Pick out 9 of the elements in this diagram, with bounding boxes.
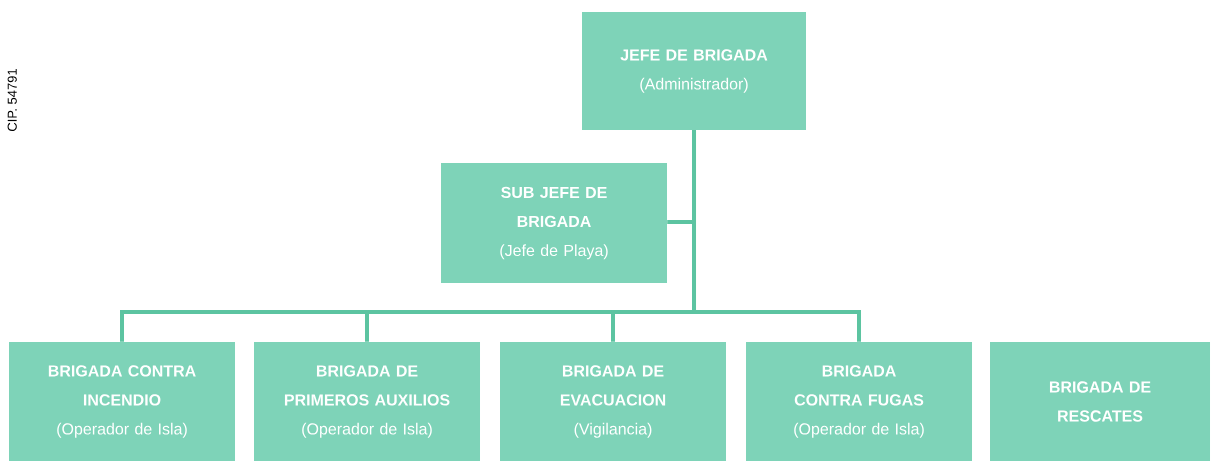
- org-box: BRIGADA CONTRA INCENDIO (Operador de Isla): [9, 342, 235, 461]
- connector-line: [692, 130, 861, 342]
- org-box: BRIGADA DE PRIMEROS AUXILIOS (Operador de Isla): [254, 342, 480, 461]
- org-box: JEFE DE BRIGADA (Administrador): [582, 12, 806, 130]
- rotated-note: CIP. 54791: [7, 68, 17, 131]
- org-box: BRIGADA DE EVACUACION (Vigilancia): [500, 342, 726, 461]
- org-box: SUB JEFE DE BRIGADA (Jefe de Playa): [441, 163, 667, 283]
- org-box: BRIGADA CONTRA FUGAS (Operador de Isla): [746, 342, 972, 461]
- org-box: BRIGADA DE RESCATES: [990, 342, 1210, 461]
